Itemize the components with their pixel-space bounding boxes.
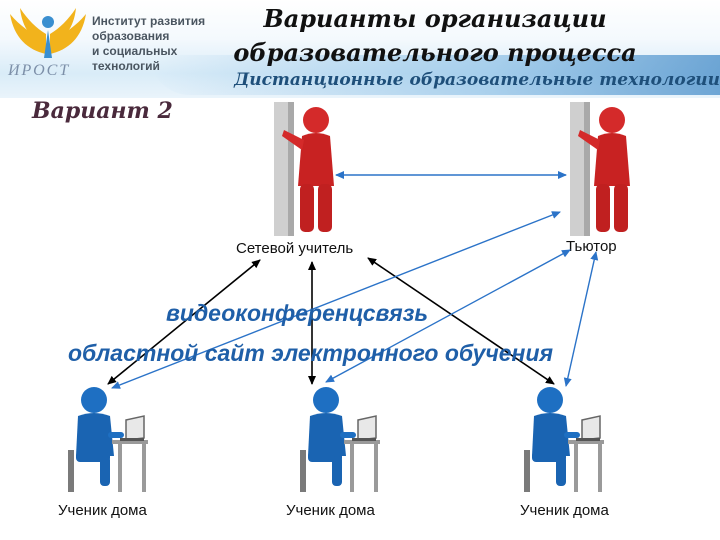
student-label: Ученик дома	[286, 502, 375, 519]
organization-name: Институт развития образования и социальн…	[92, 14, 205, 74]
title-line-2: образовательного процесса	[233, 38, 637, 67]
tutor-figure-icon	[570, 102, 630, 236]
tutor-label: Тьютор	[566, 238, 617, 255]
title-line-1: Варианты организации	[263, 4, 607, 33]
student-figure-icon	[68, 387, 148, 492]
arrow-tutor-student-2	[325, 249, 571, 383]
variant-label: Вариант 2	[32, 98, 173, 124]
student-figure-icon	[300, 387, 380, 492]
org-name-line: образования	[92, 29, 170, 43]
org-name-line: и социальных	[92, 44, 178, 58]
student-figure-icon	[524, 387, 604, 492]
org-name-line: технологий	[92, 59, 160, 73]
elearning-site-label: областной сайт электронного обучения	[68, 340, 554, 366]
arrow-tutor-student-3	[563, 251, 599, 387]
logo-wordmark: ИРОСТ	[8, 62, 71, 79]
header-swoosh	[150, 55, 720, 95]
page-subtitle: Дистанционные образовательные технологии	[234, 70, 720, 90]
org-name-line: Институт развития	[92, 14, 206, 28]
page-title: Варианты организации образовательного пр…	[200, 2, 670, 70]
student-label: Ученик дома	[58, 502, 147, 519]
student-label: Ученик дома	[520, 502, 609, 519]
irost-logo-icon	[10, 8, 86, 58]
videoconference-label: видеоконференцсвязь	[166, 300, 429, 326]
